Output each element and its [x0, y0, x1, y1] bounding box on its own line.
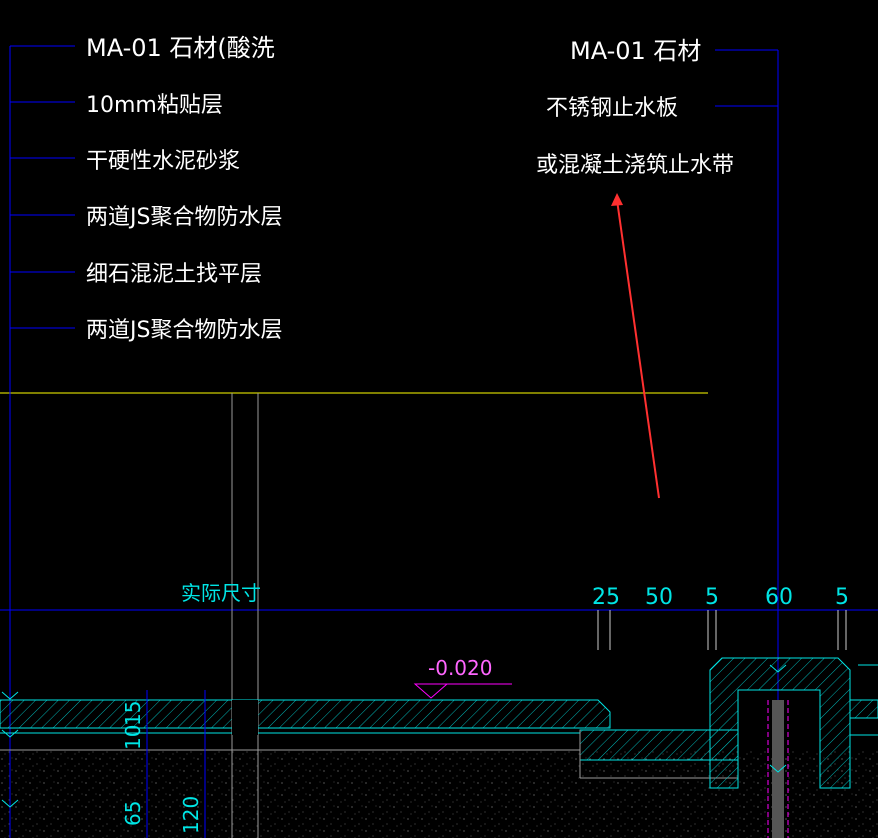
left-dim-label-1: 10 — [121, 725, 145, 750]
left-leader-chevron-3 — [1, 799, 19, 808]
steel-plate — [772, 700, 784, 838]
water-stop-profile — [709, 657, 851, 789]
left-callout-label-1: 10mm粘贴层 — [86, 93, 223, 118]
elevation-label: -0.020 — [428, 656, 492, 680]
actual-size-label: 实际尺寸 — [181, 581, 261, 605]
right-edge-stone — [849, 699, 878, 719]
left-leader-chevron-2 — [1, 729, 19, 738]
left-callout-label-5: 两道JS聚合物防水层 — [86, 318, 282, 343]
red-leader-line — [616, 199, 660, 499]
elevation-marker — [413, 683, 449, 699]
right-callout-label-1: 不锈钢止水板 — [546, 96, 678, 121]
left-dim-label-2: 65 — [121, 801, 145, 826]
right-leader-chevron-top — [769, 664, 787, 673]
left-callout-label-4: 细石混泥土找平层 — [86, 262, 262, 287]
right-leader-chevron-bottom — [769, 764, 787, 773]
top-dim-label-4: 5 — [835, 585, 849, 610]
left-callout-label-0: MA-01 石材(酸洗 — [86, 34, 275, 62]
top-dim-label-0: 25 — [592, 585, 620, 610]
top-dim-label-1: 50 — [645, 585, 673, 610]
stone-layer-left — [0, 699, 611, 729]
left-dim-label-0: 15 — [121, 701, 145, 726]
top-dim-label-3: 60 — [765, 585, 793, 610]
left-leader-chevron-1 — [1, 691, 19, 700]
pipe-gap-mask — [232, 700, 258, 735]
right-callout-label-2: 或混凝土浇筑止水带 — [536, 153, 734, 178]
left-dim-label-3: 120 — [179, 796, 203, 834]
top-dim-label-2: 5 — [705, 585, 719, 610]
left-callout-label-2: 干硬性水泥砂浆 — [86, 149, 240, 174]
left-callout-label-3: 两道JS聚合物防水层 — [86, 205, 282, 230]
red-arrow-head — [611, 193, 623, 206]
right-callout-label-0: MA-01 石材 — [570, 37, 701, 65]
